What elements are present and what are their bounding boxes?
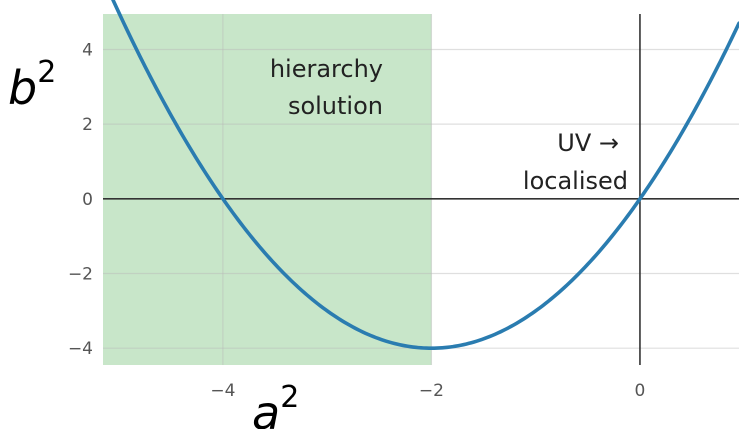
y-tick-label-4: 4 [82, 40, 93, 60]
y-tick-label-3: 2 [82, 115, 93, 135]
shaded-region [103, 14, 432, 365]
y-tick-label-0: −4 [68, 339, 93, 359]
region-label-line-2: solution [288, 92, 383, 120]
series-line-0 [111, 0, 739, 350]
annotation-line-2: localised [523, 167, 628, 195]
x-tick-label-1: −2 [419, 381, 444, 401]
annotation-line-1: UV → [557, 129, 619, 157]
x-tick-label-0: −4 [210, 381, 235, 401]
curve-layer [111, 0, 739, 350]
y-axis-title: b2 [8, 55, 56, 115]
x-axis-title: a2 [252, 380, 299, 429]
region-label-line-1: hierarchy [270, 55, 383, 83]
tick-label-layer: −4 −2 0 −4 −2 0 2 4 [68, 40, 645, 401]
x-tick-label-2: 0 [635, 381, 646, 401]
y-tick-label-1: −2 [68, 265, 93, 285]
zero-line-layer [103, 14, 739, 365]
shade-layer [103, 14, 432, 365]
y-tick-label-2: 0 [82, 190, 93, 210]
